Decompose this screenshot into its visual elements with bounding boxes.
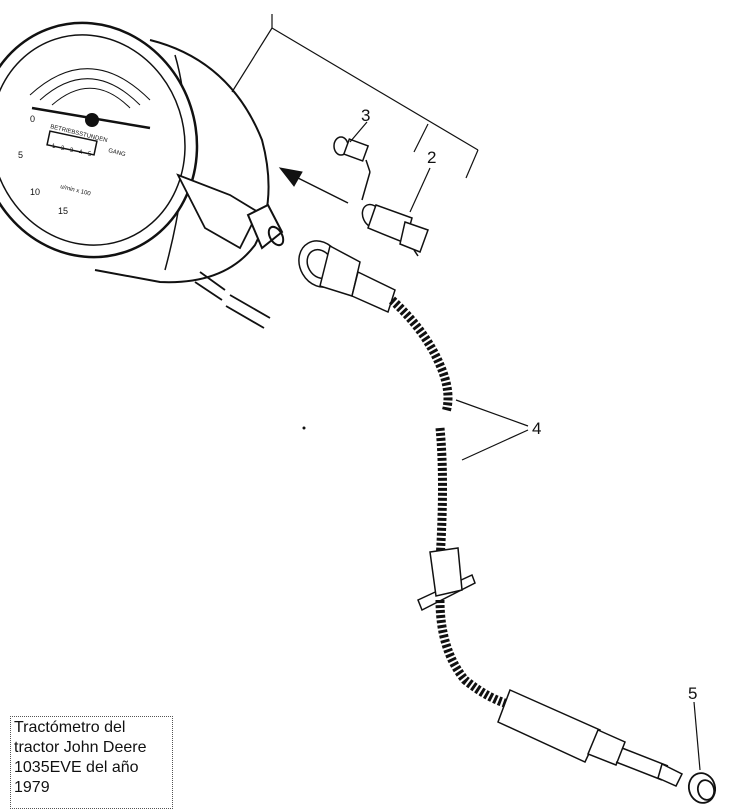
leader-lines <box>349 121 701 771</box>
leader-line <box>461 429 529 461</box>
dial-scale-number: 0 <box>30 114 35 124</box>
counter-digit: 3 <box>70 148 74 154</box>
cable-port <box>246 203 284 250</box>
cable-port-end <box>267 225 285 247</box>
counter-digit: 5 <box>88 152 92 158</box>
callout-bracket-lines <box>231 14 479 179</box>
dial-scale-number: 10 <box>30 187 40 197</box>
leader-line <box>455 399 529 427</box>
diagram-dot <box>302 426 306 430</box>
caption-text: Tractómetro del tractor John Deere 1035E… <box>14 719 147 796</box>
drive-cable-part <box>298 240 684 787</box>
needle-hub <box>85 113 99 127</box>
mounting-pin <box>194 271 226 301</box>
leader-line <box>409 167 431 213</box>
cable-segment-lower <box>435 427 447 561</box>
dial-scale-number: 5 <box>18 150 23 160</box>
dial-scale-arc <box>39 78 141 106</box>
caption-box: Tractómetro del tractor John Deere 1035E… <box>10 716 173 809</box>
mounting-pin <box>225 294 271 329</box>
cable-ferrule <box>497 688 602 763</box>
dial-scale-arc <box>29 68 151 101</box>
cable-segment-bottom <box>435 599 514 710</box>
dial-label-gang: GANG <box>108 148 127 158</box>
tachometer-face-inner <box>0 34 186 246</box>
callout-number: 4 <box>532 419 541 438</box>
leader-line <box>693 701 701 771</box>
counter-digit: 1 <box>52 144 56 150</box>
assembly-arrow <box>278 167 349 204</box>
counter-digit: 4 <box>79 150 83 156</box>
counter-digit: 2 <box>61 146 65 152</box>
bulb-socket-part <box>361 203 429 257</box>
callout-number: 2 <box>427 148 436 167</box>
housing-bracket <box>176 173 260 250</box>
callout-number: 5 <box>688 684 697 703</box>
callout-number: 3 <box>361 106 370 125</box>
leader-line <box>349 121 368 143</box>
dial-scale-arc <box>51 87 131 109</box>
tachometer-assembly <box>0 21 285 329</box>
bulb-part <box>333 136 371 201</box>
washer-part <box>687 772 717 804</box>
dial-scale-number: 15 <box>58 206 68 216</box>
hour-counter <box>46 130 98 156</box>
cable-segment-upper <box>388 296 453 414</box>
